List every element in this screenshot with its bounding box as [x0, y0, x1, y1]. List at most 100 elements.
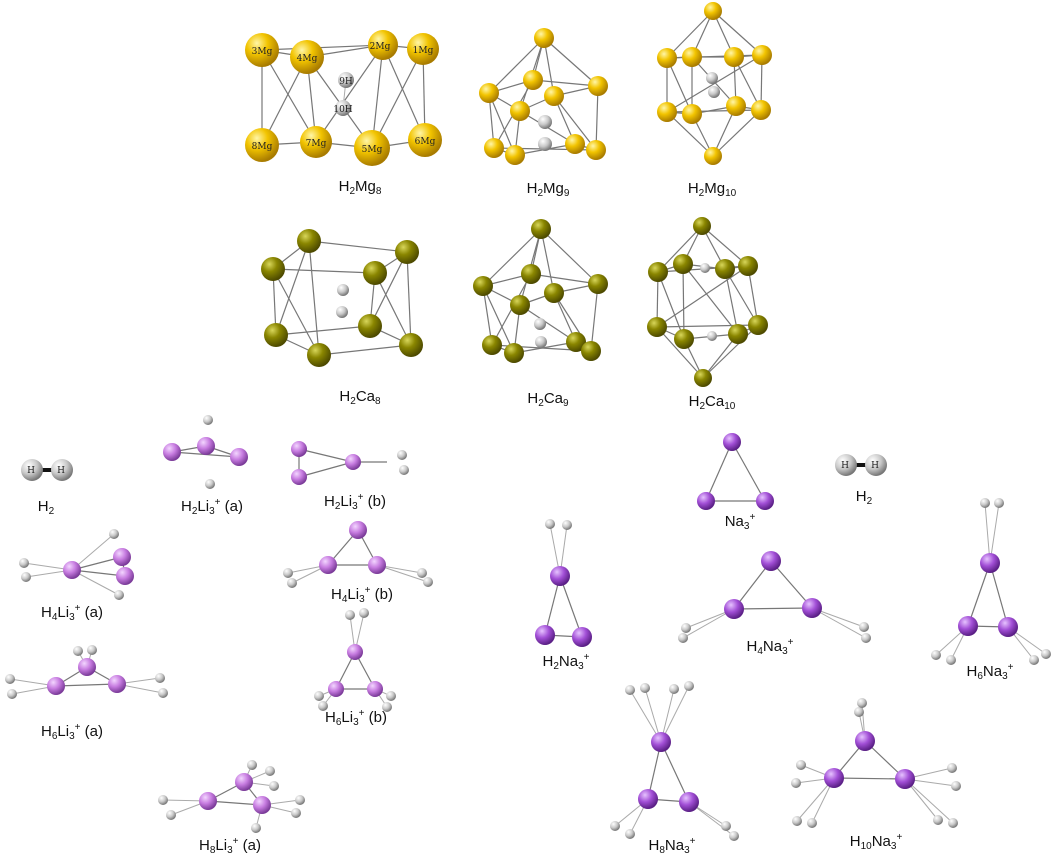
na-h-bond	[660, 685, 690, 743]
h-atom	[21, 572, 31, 582]
cluster-bond	[530, 273, 599, 285]
li-atom	[319, 556, 337, 574]
h-atom	[1041, 649, 1051, 659]
mg-atom	[586, 140, 606, 160]
mg-atom	[523, 70, 543, 90]
cluster-bond	[382, 44, 426, 141]
h-atom	[386, 691, 396, 701]
h-atom	[681, 623, 691, 633]
li-atom	[349, 521, 367, 539]
h-atom	[684, 681, 694, 691]
ca-atom	[544, 283, 564, 303]
ca-atom	[307, 343, 331, 367]
mg-atom	[724, 47, 744, 67]
li-h-bond	[71, 533, 115, 571]
na-atom	[761, 551, 781, 571]
h-atom	[19, 558, 29, 568]
h-atom	[545, 519, 555, 529]
cluster-bond	[682, 263, 739, 335]
h-atom	[251, 823, 261, 833]
cluster-bond	[272, 268, 376, 274]
ca-atom	[399, 333, 423, 357]
na-na-bond	[705, 441, 733, 502]
caption-h2-right: H2	[855, 488, 873, 507]
li-li-bond	[55, 683, 118, 687]
na-atom	[824, 768, 844, 788]
h-atom	[314, 691, 324, 701]
atom-layer	[5, 2, 1051, 841]
h-atom	[721, 821, 731, 831]
li-atom	[108, 675, 126, 693]
li-atom	[47, 677, 65, 695]
na-atom	[855, 731, 875, 751]
h-atom	[295, 795, 305, 805]
h-atom	[7, 689, 17, 699]
h-atom	[706, 72, 718, 84]
cluster-bond	[712, 10, 763, 56]
caption-h6li3-b: H6Li3+ (b)	[325, 708, 387, 728]
ca-atom	[482, 335, 502, 355]
h-atom	[73, 646, 83, 656]
caption-h6li3-a: H6Li3+ (a)	[41, 722, 103, 742]
h-atom	[610, 821, 620, 831]
caption-h4li3-b: H4Li3+ (b)	[331, 585, 393, 605]
na-atom	[724, 599, 744, 619]
ca-atom	[748, 315, 768, 335]
mg-atom	[245, 33, 279, 67]
mg-atom	[245, 128, 279, 162]
h-atom	[857, 698, 867, 708]
mg-atom	[510, 101, 530, 121]
li-atom	[163, 443, 181, 461]
cluster-bond	[590, 283, 599, 352]
h-atom	[933, 815, 943, 825]
h-atom	[534, 318, 546, 330]
ca-atom	[264, 323, 288, 347]
atom-label-6mg: 6Mg	[415, 137, 436, 147]
mg-atom	[704, 2, 722, 20]
na-na-bond	[559, 575, 583, 638]
mg-atom	[682, 47, 702, 67]
na-h-bond	[904, 778, 954, 824]
caption-h2ca10: H2Ca10	[688, 393, 736, 412]
h-atom	[807, 818, 817, 828]
mg-atom	[752, 45, 772, 65]
h-atom	[359, 608, 369, 618]
na-h-bond	[984, 502, 991, 564]
h-atom	[980, 498, 990, 508]
cluster-bond	[666, 54, 763, 113]
cluster-bond	[488, 37, 545, 94]
caption-h2mg8: H2Mg8	[338, 178, 382, 197]
cluster-bond	[275, 240, 310, 336]
cluster-bond	[369, 251, 408, 327]
cluster-bond	[513, 341, 577, 354]
caption-h2mg10: H2Mg10	[687, 180, 737, 199]
li-atom	[291, 469, 307, 485]
na-atom	[697, 492, 715, 510]
cluster-bond	[272, 268, 320, 356]
h-atom	[729, 831, 739, 841]
mg-atom	[408, 123, 442, 157]
h-atom	[337, 284, 349, 296]
cluster-bond	[540, 228, 555, 294]
h-atom	[205, 479, 215, 489]
cluster-bond	[261, 44, 384, 51]
caption-h2mg9: H2Mg9	[526, 180, 570, 199]
h-atom	[796, 760, 806, 770]
ca-atom	[728, 324, 748, 344]
cluster-bond	[682, 263, 685, 340]
h-atom	[535, 336, 547, 348]
li-atom	[197, 437, 215, 455]
caption-h2li3-b: H2Li3+ (b)	[324, 492, 386, 512]
cluster-bond	[666, 57, 693, 115]
atom-label-3mg: 3Mg	[252, 47, 273, 57]
h-atom	[625, 829, 635, 839]
cluster-bond	[371, 48, 424, 149]
na-atom	[572, 627, 592, 647]
h-atom	[21, 459, 43, 481]
li-li-bond	[207, 800, 263, 806]
li-atom	[63, 561, 81, 579]
h-atom	[951, 781, 961, 791]
h-atom	[291, 808, 301, 818]
h-atom	[562, 520, 572, 530]
